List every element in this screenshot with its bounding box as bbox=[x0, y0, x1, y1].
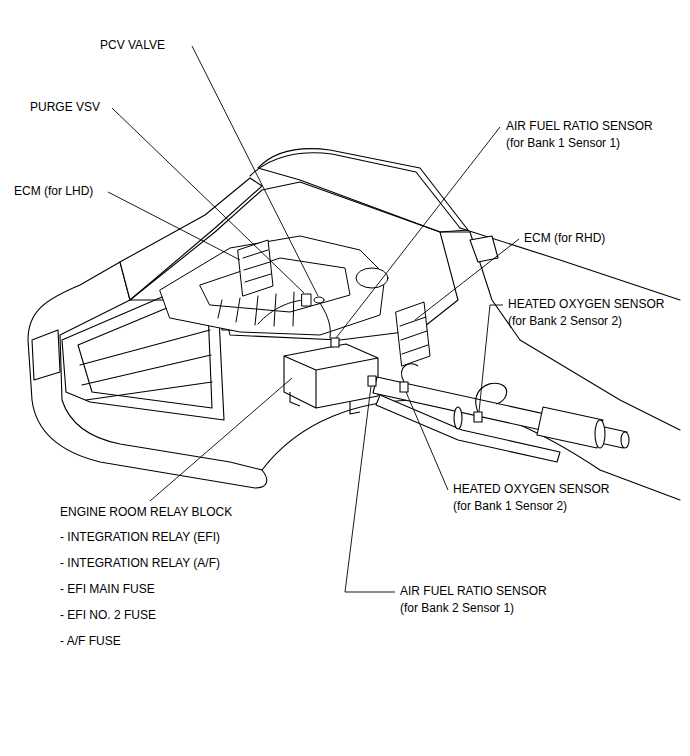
list-item: - A/F FUSE bbox=[60, 633, 121, 650]
leader-line bbox=[336, 127, 500, 338]
sensor-wire bbox=[402, 364, 418, 382]
label-holder: - EFI NO. 2 FUSE bbox=[60, 607, 156, 624]
ecm-rhd-box bbox=[396, 302, 430, 366]
part-name: AIR FUEL RATIO SENSOR (for Bank 2 Sensor… bbox=[400, 583, 549, 617]
ecm-lhd-box bbox=[238, 240, 273, 296]
body-side bbox=[460, 228, 680, 300]
relay-block bbox=[284, 344, 378, 414]
relay-block-body bbox=[284, 344, 378, 408]
exhaust-pipe-bank1 bbox=[376, 395, 560, 462]
headlight-left bbox=[32, 330, 60, 380]
label-holder: - INTEGRATION RELAY (A/F) bbox=[60, 555, 220, 572]
label-holder: AIR FUEL RATIO SENSOR (for Bank 1 Sensor… bbox=[506, 118, 655, 152]
label-holder: PURGE VSV bbox=[30, 99, 100, 116]
part-name: HEATED OXYGEN SENSOR (for Bank 1 Sensor … bbox=[453, 481, 612, 515]
ecm-rhd-ribs bbox=[400, 317, 428, 354]
list-item: - EFI MAIN FUSE bbox=[60, 581, 155, 598]
leader-line bbox=[192, 46, 318, 296]
part-name: AIR FUEL RATIO SENSOR (for Bank 1 Sensor… bbox=[506, 118, 655, 152]
leader-line bbox=[112, 108, 304, 293]
catalytic-converter bbox=[537, 407, 603, 448]
list-item: - INTEGRATION RELAY (EFI) bbox=[60, 529, 220, 546]
relay-block-edges bbox=[284, 356, 378, 408]
part-name: ECM (for RHD) bbox=[524, 230, 605, 247]
part-name: ECM (for LHD) bbox=[14, 183, 93, 200]
label-holder: ECM (for LHD) bbox=[14, 183, 93, 200]
label-holder: HEATED OXYGEN SENSOR (for Bank 2 Sensor … bbox=[508, 296, 667, 330]
pcv-hose bbox=[318, 300, 330, 338]
part-name: PURGE VSV bbox=[30, 99, 100, 116]
ecm-lhd-ribs bbox=[243, 250, 271, 282]
relay-block-tabs bbox=[290, 392, 360, 414]
label-holder: AIR FUEL RATIO SENSOR (for Bank 2 Sensor… bbox=[400, 583, 549, 617]
label-holder: PCV VALVE bbox=[100, 37, 165, 54]
fender-right bbox=[440, 232, 680, 430]
windshield-frame bbox=[250, 153, 460, 228]
label-holder: - EFI MAIN FUSE bbox=[60, 581, 155, 598]
leader-line bbox=[108, 192, 240, 260]
leader-line bbox=[415, 239, 519, 320]
vehicle-body bbox=[28, 149, 680, 500]
part-name: PCV VALVE bbox=[100, 37, 165, 54]
leader-line bbox=[479, 305, 503, 412]
leader-line bbox=[406, 392, 448, 490]
pipe-flange bbox=[454, 407, 462, 429]
engine bbox=[160, 236, 430, 366]
grille-slats bbox=[80, 330, 212, 400]
label-holder: ENGINE ROOM RELAY BLOCK bbox=[60, 504, 232, 521]
converter-end bbox=[595, 420, 605, 448]
purge-vsv bbox=[302, 294, 311, 306]
label-holder: - A/F FUSE bbox=[60, 633, 121, 650]
leader-line bbox=[345, 386, 395, 592]
purge-hose bbox=[258, 300, 306, 324]
sensor-bank1-s2 bbox=[400, 382, 408, 392]
pcv-valve bbox=[314, 297, 324, 303]
intake-runners bbox=[218, 292, 294, 326]
label-holder: ECM (for RHD) bbox=[524, 230, 605, 247]
label-holder: - INTEGRATION RELAY (EFI) bbox=[60, 529, 220, 546]
sensor-bank1-s1 bbox=[331, 338, 339, 347]
sensor-bank2-s2 bbox=[474, 412, 482, 422]
leader-line bbox=[150, 378, 292, 501]
part-name: ENGINE ROOM RELAY BLOCK bbox=[60, 504, 232, 521]
label-holder: HEATED OXYGEN SENSOR (for Bank 1 Sensor … bbox=[453, 481, 612, 515]
list-item: - INTEGRATION RELAY (A/F) bbox=[60, 555, 220, 572]
sensor-bank2-s1 bbox=[368, 376, 376, 386]
engine-cover bbox=[160, 236, 385, 335]
pipe-end bbox=[621, 432, 629, 448]
part-name: HEATED OXYGEN SENSOR (for Bank 2 Sensor … bbox=[508, 296, 667, 330]
list-item: - EFI NO. 2 FUSE bbox=[60, 607, 156, 624]
